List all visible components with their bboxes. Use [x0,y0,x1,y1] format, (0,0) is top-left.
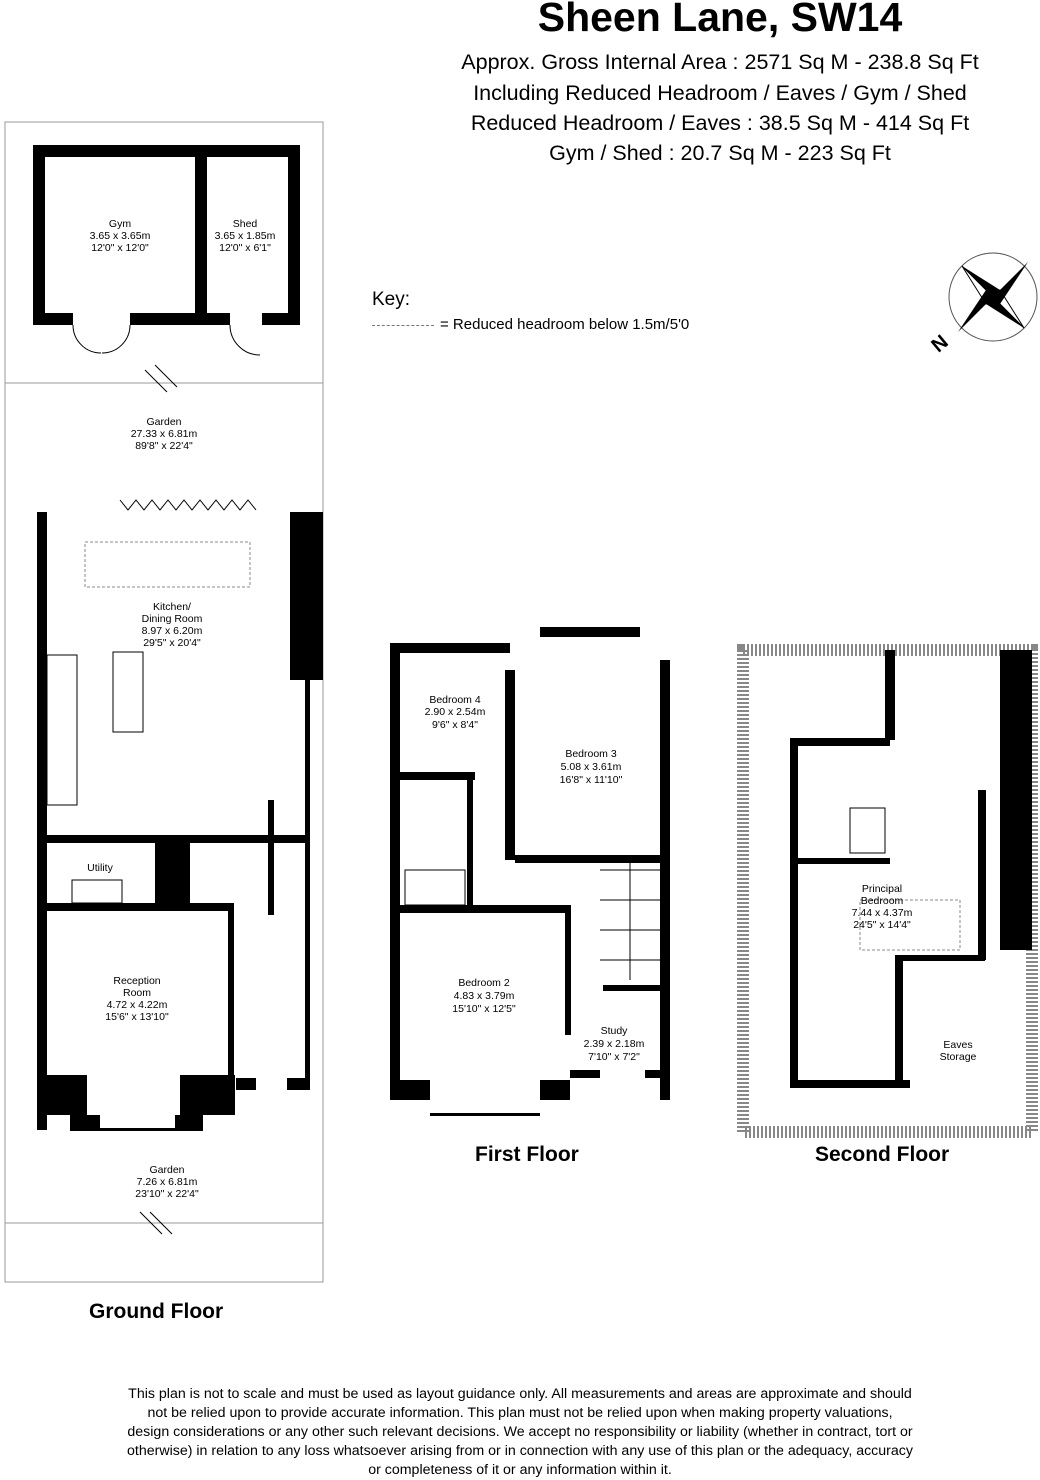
utility-label: Utility [87,862,113,874]
bedroom3-label: Bedroom 3 [565,748,617,760]
kitchen-label: Kitchen/ [153,601,191,613]
disclaimer-line: or completeness of it or any information… [368,1462,672,1478]
bedroom4-imperial: 9'6" x 8'4" [432,719,478,731]
reception-label-2: Room [123,987,151,999]
disclaimer-line: design considerations or any other such … [127,1424,913,1440]
bedroom2-label: Bedroom 2 [458,977,510,989]
disclaimer-line: not be relied upon to provide accurate i… [147,1405,893,1421]
compass-rose-icon: N [927,252,1038,357]
reception-metric: 4.72 x 4.22m [107,999,168,1011]
bedroom2-imperial: 15'10" x 12'5" [452,1003,516,1015]
includes-line: Including Reduced Headroom / Eaves / Gym… [473,81,967,105]
gym-imperial: 12'0" x 12'0" [91,242,149,254]
ground-floor-label: Ground Floor [89,1300,224,1323]
second-floor-label: Second Floor [815,1143,950,1166]
bedroom4-label: Bedroom 4 [429,694,481,706]
bedroom3-metric: 5.08 x 3.61m [561,761,622,773]
property-title: Sheen Lane, SW14 [537,0,903,40]
gym-metric: 3.65 x 3.65m [90,230,151,242]
gross-area-line: Approx. Gross Internal Area : 2571 Sq M … [461,50,979,74]
rear-garden-metric: 27.33 x 6.81m [131,428,198,440]
disclaimer-line: This plan is not to scale and must be us… [128,1386,912,1402]
bedroom3-imperial: 16'8" x 11'10" [560,774,623,786]
rear-garden-imperial: 89'8" x 22'4" [135,440,193,452]
principal-bedroom-imperial: 24'5" x 14'4" [853,919,911,931]
gym-shed-area-line: Gym / Shed : 20.7 Sq M - 223 Sq Ft [549,141,891,165]
reception-imperial: 15'6" x 13'10" [105,1011,169,1023]
study-metric: 2.39 x 2.18m [584,1038,645,1050]
shed-metric: 3.65 x 1.85m [215,230,276,242]
disclaimer-line: otherwise) in relation to any loss whats… [127,1443,913,1459]
kitchen-label-2: Dining Room [142,613,203,625]
study-label: Study [601,1025,629,1037]
disclaimer: This plan is not to scale and must be us… [60,1385,980,1480]
key-title: Key: [372,289,411,310]
principal-bedroom-label-2: Bedroom [861,895,904,907]
reception-label: Reception [113,975,160,987]
gym-label: Gym [109,218,131,230]
first-floor-plan [390,627,670,1116]
second-floor-plan [737,644,1038,1138]
eaves-storage-label-2: Storage [940,1051,977,1063]
front-garden-label: Garden [149,1164,184,1176]
kitchen-imperial: 29'5" x 20'4" [143,637,201,649]
bedroom4-metric: 2.90 x 2.54m [425,706,486,718]
shed-imperial: 12'0" x 6'1" [219,242,271,254]
principal-bedroom-label: Principal [862,883,902,895]
key-entry: = Reduced headroom below 1.5m/5'0 [440,316,690,333]
kitchen-metric: 8.97 x 6.20m [142,625,203,637]
front-garden-imperial: 23'10" x 22'4" [135,1188,199,1200]
principal-bedroom-metric: 7.44 x 4.37m [852,907,913,919]
study-imperial: 7'10" x 7'2" [588,1051,640,1063]
first-floor-label: First Floor [475,1143,579,1166]
front-garden-metric: 7.26 x 6.81m [137,1176,198,1188]
shed-label: Shed [233,218,258,230]
reduced-headroom-line-icon [372,325,434,326]
compass-north-label: N [927,331,952,357]
rear-garden-label: Garden [146,416,181,428]
bedroom2-metric: 4.83 x 3.79m [454,990,515,1002]
eaves-storage-label: Eaves [943,1039,972,1051]
eaves-area-line: Reduced Headroom / Eaves : 38.5 Sq M - 4… [470,111,970,135]
ground-floor-plan [4,121,324,1283]
